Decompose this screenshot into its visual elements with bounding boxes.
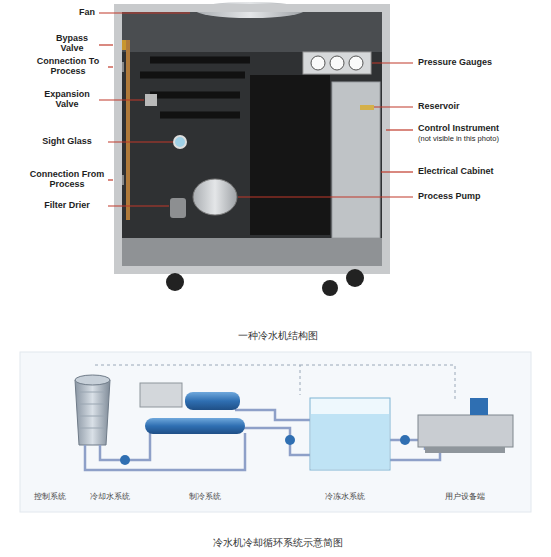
callout-label: Connection To Process	[30, 56, 106, 77]
label-slot: Process Pump	[418, 191, 546, 201]
leader-lines	[99, 13, 413, 206]
label-slot: 用户设备端	[435, 492, 495, 501]
callout-label: Sight Glass	[28, 136, 106, 146]
leader-line	[99, 99, 144, 100]
callout-label: Filter Drier	[28, 200, 106, 210]
figure-caption: 一种冷水机结构图	[2, 330, 551, 342]
callout-label: Reservoir	[418, 101, 546, 111]
pressure-gauge	[330, 56, 344, 70]
leader-line	[372, 62, 413, 63]
leader-line	[381, 171, 413, 172]
chiller-frame	[118, 8, 386, 270]
electrical-cabinet	[332, 82, 380, 238]
label-slot: Connection From Process	[28, 169, 106, 190]
section-label: 控制系统	[20, 492, 80, 501]
label-slot: 冷水机冷却循环系统示意简图	[2, 537, 551, 549]
cooling-tower	[75, 380, 110, 445]
label-slot: 控制系统	[20, 492, 80, 501]
compressor	[185, 392, 240, 410]
callout-note: (not visible in this photo)	[418, 135, 546, 144]
label-slot: 冷冻水系统	[315, 492, 375, 501]
label-slot: 一种冷水机结构图	[2, 330, 551, 342]
leader-line	[108, 179, 113, 180]
label-slot: Expansion Valve	[38, 89, 96, 110]
leader-line	[238, 196, 413, 197]
callout-label: Process Pump	[418, 191, 546, 201]
caster	[166, 273, 184, 291]
label-slot: Control Instrument	[418, 123, 546, 133]
label-slot: Fan	[30, 7, 95, 17]
gauge-panel	[303, 52, 371, 74]
process-pump	[193, 179, 237, 215]
expansion-valve	[145, 94, 157, 106]
label-slot: (not visible in this photo)	[418, 135, 546, 144]
machine-base	[425, 447, 505, 453]
section-label: 冷却水系统	[80, 492, 140, 501]
filter-drier	[170, 198, 186, 218]
pressure-gauge	[311, 56, 325, 70]
condenser	[145, 418, 245, 434]
callout-label: Bypass Valve	[48, 33, 96, 54]
callout-label: Fan	[30, 7, 95, 17]
cabinet-fitting	[360, 105, 374, 110]
caster	[322, 280, 338, 296]
chilled-water-pipe	[240, 428, 310, 455]
section-label: 冷冻水系统	[315, 492, 375, 501]
water-tank	[310, 398, 390, 470]
pump-symbol	[120, 455, 130, 465]
pump-symbol	[285, 435, 295, 445]
label-slot: 冷却水系统	[80, 492, 140, 501]
tower-fins	[80, 392, 105, 428]
tank-water	[311, 414, 389, 469]
label-slot: 制冷系统	[175, 492, 235, 501]
cooling-water-pipe	[85, 433, 245, 470]
label-slot: Bypass Valve	[48, 33, 96, 54]
label-slot: Electrical Cabinet	[418, 166, 546, 176]
chiller-control-box	[140, 383, 182, 407]
callout-label: Pressure Gauges	[418, 57, 546, 67]
leader-line	[386, 129, 413, 130]
leader-line	[99, 44, 113, 45]
refrigerant-pipes	[140, 60, 250, 115]
leader-line	[99, 12, 190, 13]
callout-label: Connection From Process	[28, 169, 106, 190]
injection-molding-machine	[418, 415, 513, 447]
label-slot: Filter Drier	[28, 200, 106, 210]
sight-glass	[174, 136, 186, 148]
caster	[346, 269, 364, 287]
chilled-water-pipe	[235, 410, 310, 420]
cooling-tower-top	[75, 375, 110, 385]
schematic-panel	[20, 352, 531, 512]
callout-label: Expansion Valve	[38, 89, 96, 110]
leader-line	[374, 106, 413, 107]
reservoir-tank	[250, 75, 330, 235]
pressure-gauge	[349, 56, 363, 70]
pump-symbol	[400, 435, 410, 445]
chiller-interior	[122, 12, 382, 266]
label-slot: Reservoir	[418, 101, 546, 111]
copper-pipe	[126, 40, 130, 220]
leader-line	[108, 66, 113, 67]
callout-label: Electrical Cabinet	[418, 166, 546, 176]
label-slot: Connection To Process	[30, 56, 106, 77]
pipes	[85, 410, 440, 470]
figure-caption: 冷水机冷却循环系统示意简图	[2, 537, 551, 549]
label-slot: Sight Glass	[28, 136, 106, 146]
label-slot: Pressure Gauges	[418, 57, 546, 67]
leader-line	[108, 205, 169, 206]
section-label: 用户设备端	[435, 492, 495, 501]
callout-label: Control Instrument	[418, 123, 546, 133]
chiller-upper-back	[122, 12, 382, 52]
leader-line	[108, 141, 173, 142]
chiller-base	[122, 238, 382, 266]
machine-hopper	[470, 398, 488, 415]
section-label: 制冷系统	[175, 492, 235, 501]
